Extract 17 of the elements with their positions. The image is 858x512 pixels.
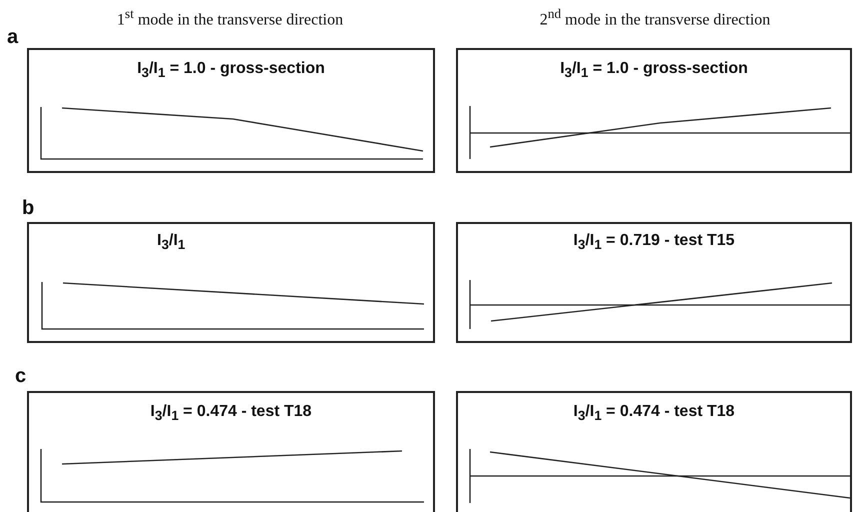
panel-title: I$_{3}$/I$_{1}$ = 1.0 - gross-section [137, 60, 325, 80]
mode-shape-panel [456, 391, 852, 512]
panel-title: I$_{3}$/I$_{1}$ = 1.0 - gross-section [560, 60, 748, 80]
column-heading: 2$^{nd}$ mode in the transverse direction [540, 6, 770, 30]
panel-letter: c [15, 365, 26, 388]
panel-title: I$_{3}$/I$_{1}$ = 0.474 - test T18 [573, 403, 735, 424]
mode-shape-panel [27, 48, 435, 173]
panel-title: I$_{3}$/I$_{1}$ [157, 232, 186, 252]
mode-shape-panel [27, 222, 435, 343]
panel-letter: b [22, 197, 34, 220]
panel-title: I$_{3}$/I$_{1}$ = 0.719 - test T15 [573, 232, 735, 252]
column-heading: 1$^{st}$ mode in the transverse direction [116, 6, 344, 30]
mode-shape-panel [27, 391, 435, 512]
mode-shape-panel [456, 48, 852, 173]
mode-shape-panel [456, 222, 852, 343]
panel-letter: a [7, 26, 18, 49]
panel-title: I$_{3}$/I$_{1}$ = 0.474 - test T18 [150, 403, 312, 424]
